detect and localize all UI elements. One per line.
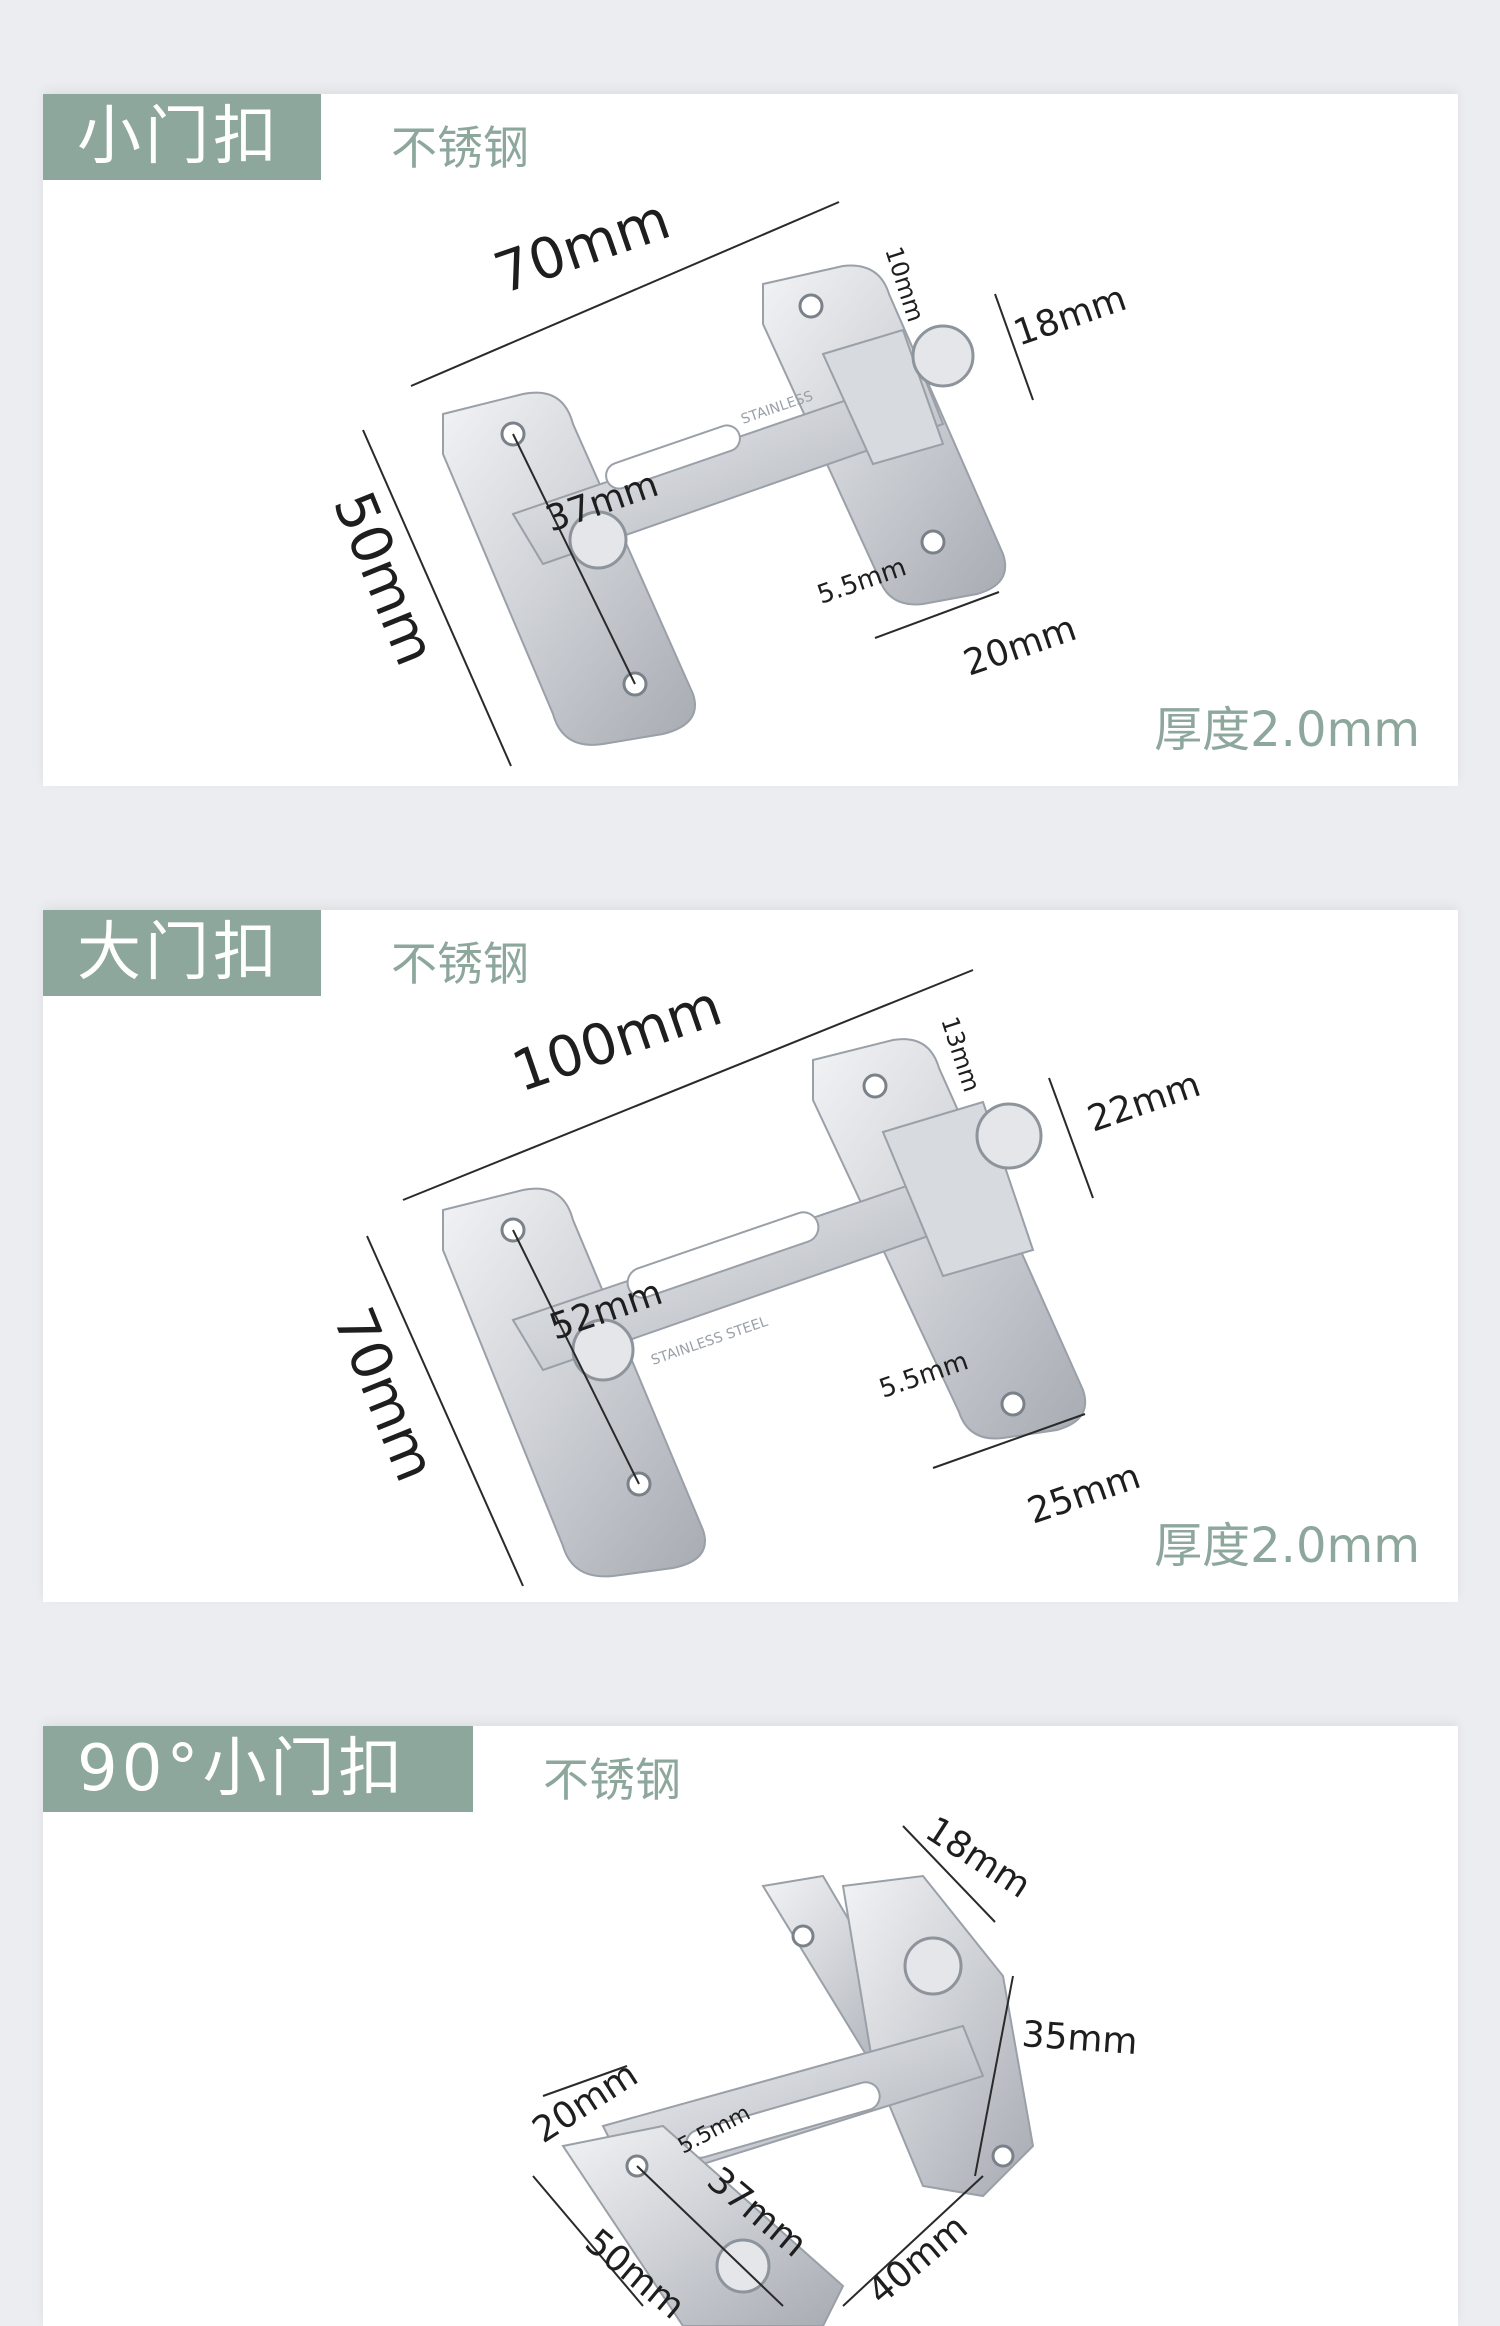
material-label: 不锈钢 [391,121,529,175]
section-title: 大门扣 [43,910,321,996]
product-card-90-latch: 90°小门扣 不锈钢 [43,1726,1458,2326]
thickness-label: 厚度2.0mm [1154,1518,1420,1574]
dim-length: 100mm [504,973,729,1105]
dim-plate-width: 25mm [1023,1456,1146,1533]
latch-illustration: STAINLESS [442,264,1007,746]
dim-plate-width: 20mm [959,608,1082,685]
thickness-label: 厚度2.0mm [1154,702,1420,758]
dimension-lines [362,201,1034,767]
latch-illustration: STAINLESS STEEL [442,1038,1087,1578]
product-card-small-latch: 小门扣 不锈钢 STAINLESS [43,94,1458,786]
material-label: 不锈钢 [391,937,529,991]
dimension-lines [532,1825,1014,2307]
dimension-lines [366,969,1094,1587]
large-latch-drawing: STAINLESS STEEL 100mm 70mm 52mm 13mm 22m… [320,969,1206,1587]
dim-arm: 40mm [860,2207,975,2313]
right-angle-latch-drawing: 18mm 35mm 20mm 5.5mm 37mm 40mm 50mm [526,1809,1139,2326]
section-title: 90°小门扣 [43,1726,473,1812]
material-label: 不锈钢 [543,1753,681,1807]
dim-height: 70mm [320,1299,448,1491]
dim-side: 35mm [1020,2014,1139,2063]
dim-pin-width: 22mm [1083,1064,1206,1141]
small-latch-drawing: STAINLESS 70mm 50mm 37mm 10mm 18mm 5.5mm… [320,187,1132,767]
dim-hole-dia: 5.5mm [814,552,911,610]
dim-length: 70mm [486,187,678,307]
section-title: 小门扣 [43,94,321,180]
dim-pin-width: 18mm [1009,278,1132,355]
product-card-large-latch: 大门扣 不锈钢 STAINLESS STEEL [43,910,1458,1602]
